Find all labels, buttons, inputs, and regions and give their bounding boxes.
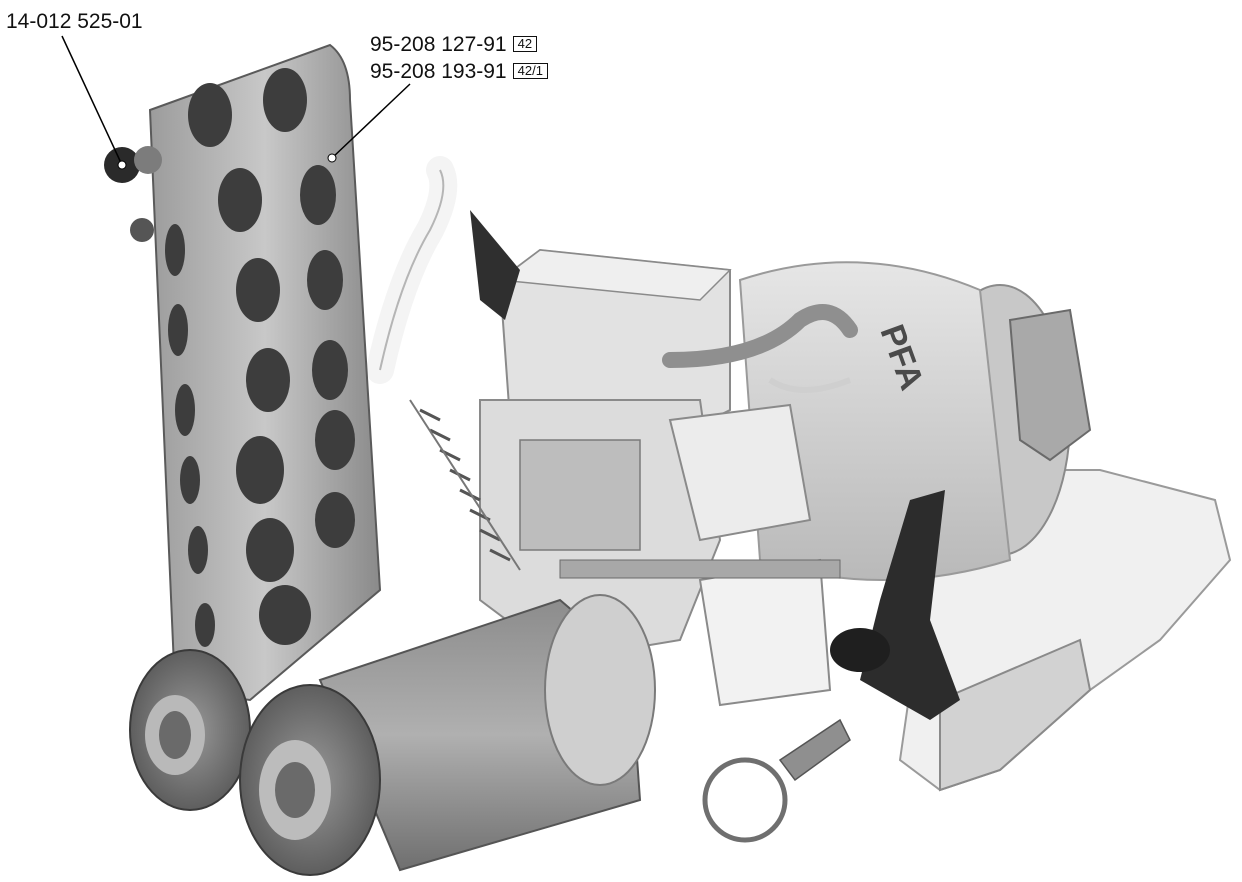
- leader-dot-right: [327, 153, 337, 163]
- wheel-rear: [129, 649, 251, 811]
- mount-plate: [519, 439, 641, 551]
- leader-line-left: [61, 35, 123, 166]
- base-plate: [939, 638, 1092, 792]
- part-label-95-208-127-91: 95-208 127-91 42: [370, 33, 538, 57]
- leader-dot-left: [117, 160, 127, 170]
- wheel-front: [239, 684, 381, 876]
- shaft: [559, 559, 841, 579]
- part-number: 95-208 127-91: [370, 33, 507, 56]
- pull-ring: [702, 757, 788, 843]
- guide-block: [668, 403, 812, 542]
- figure-ref-box: 42: [512, 36, 538, 52]
- cable: [662, 304, 858, 368]
- slider-block: [698, 558, 832, 707]
- clip: [470, 210, 520, 320]
- part-number: 14-012 525-01: [6, 10, 143, 33]
- hose: [366, 156, 458, 384]
- right-bracket: [1008, 308, 1092, 462]
- part-label-95-208-193-91: 95-208 193-91 42/1: [370, 60, 548, 84]
- spring: [409, 399, 521, 571]
- part-label-14-012-525-01: 14-012 525-01: [6, 10, 143, 34]
- clamp-lever: [860, 490, 960, 720]
- part-number: 95-208 193-91: [370, 60, 507, 83]
- guard-holes: [165, 68, 355, 647]
- leader-line-right: [331, 83, 411, 159]
- figure-ref-box: 42/1: [512, 63, 548, 79]
